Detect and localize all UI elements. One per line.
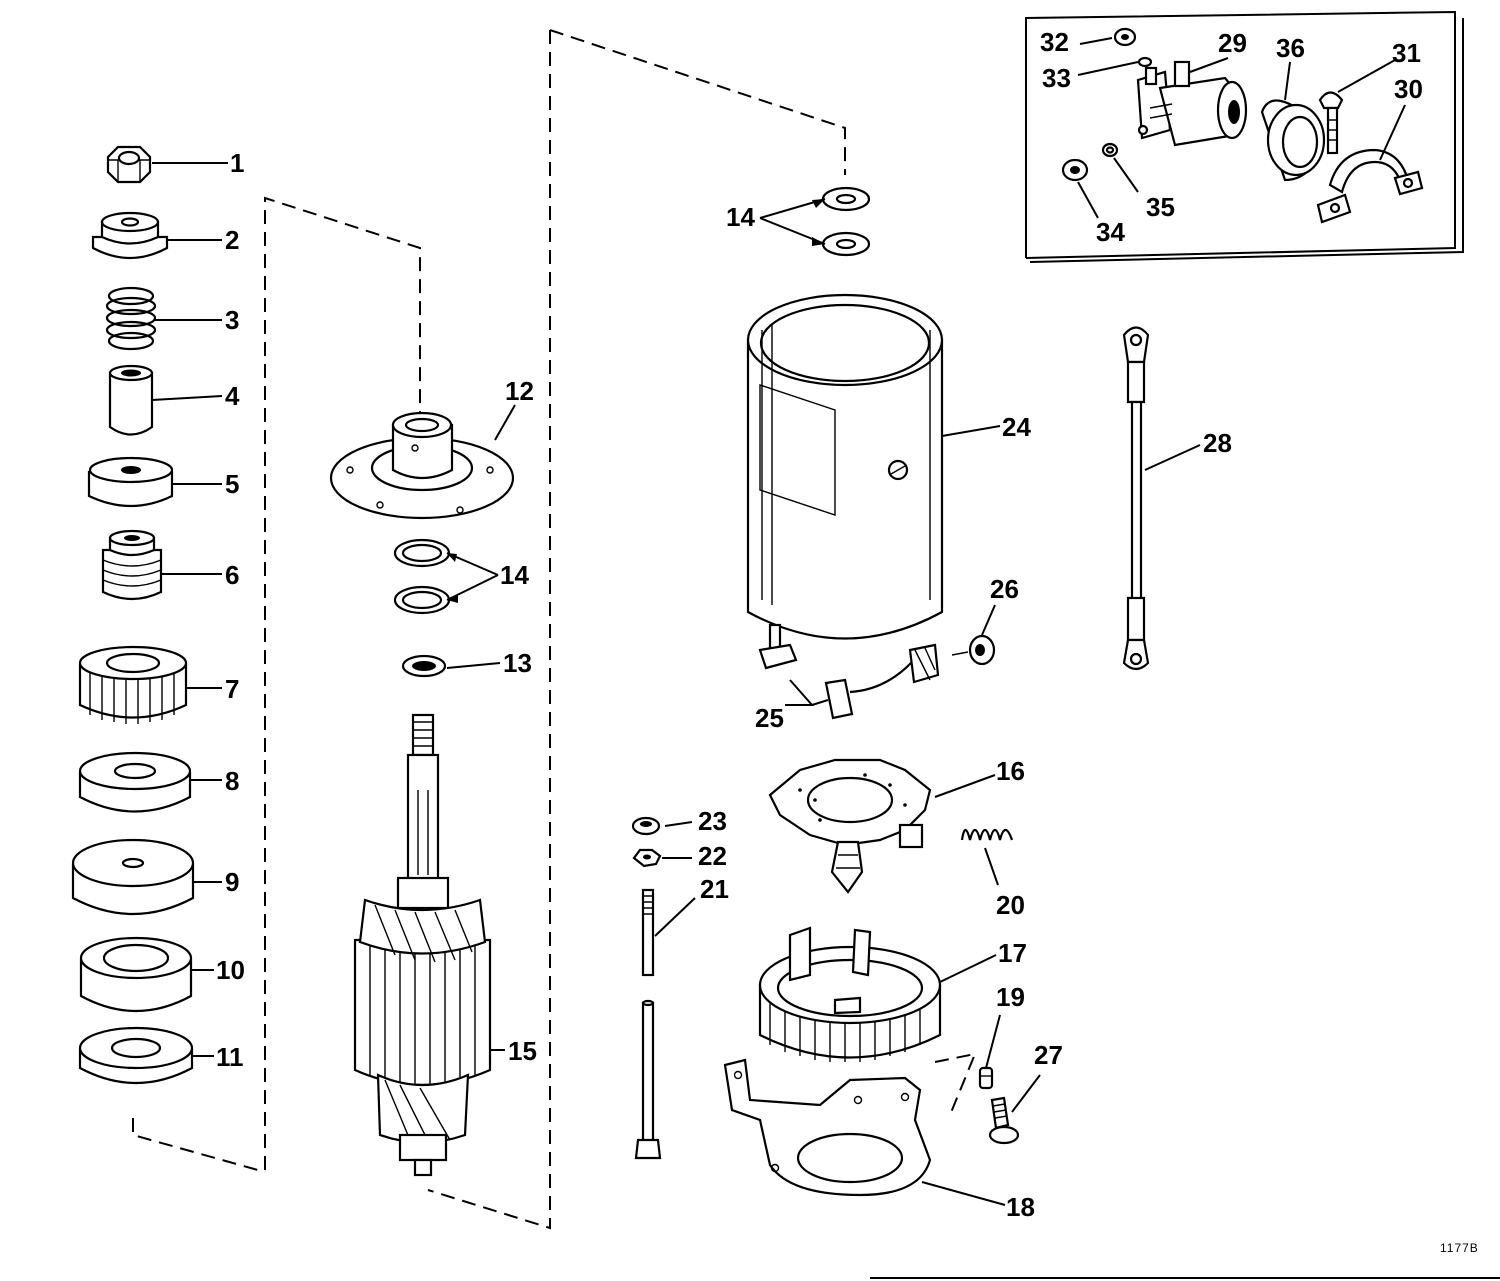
callout-5: 5 (225, 469, 239, 499)
callout-30: 30 (1394, 74, 1423, 104)
callout-29: 29 (1218, 28, 1247, 58)
part-25-brush-lead (758, 623, 940, 720)
figure-code: 1177B (1440, 1241, 1479, 1255)
part-1-nut (106, 145, 152, 184)
part-14-washers-top (821, 186, 871, 257)
part-34-nut (1061, 158, 1089, 182)
callout-10: 10 (216, 955, 245, 985)
part-19-screw (978, 1066, 994, 1090)
leader-arrowheads (447, 199, 825, 603)
callout-13: 13 (503, 648, 532, 678)
callout-31: 31 (1392, 38, 1421, 68)
part-30-clamp (1316, 148, 1424, 224)
part-28-battery-cable (1122, 326, 1150, 671)
callout-24: 24 (1002, 412, 1031, 442)
part-33-lock-washer (1137, 56, 1153, 68)
callout-21: 21 (700, 874, 729, 904)
callout-7: 7 (225, 674, 239, 704)
part-26-nut (951, 634, 996, 666)
callout-19: 19 (996, 982, 1025, 1012)
assembly-guide-lines (132, 29, 977, 1230)
part-17-commutator-end-head (758, 926, 942, 1062)
inset-solenoid-box (1025, 10, 1464, 263)
part-15-armature (353, 713, 492, 1177)
part-24-field-frame (746, 293, 944, 640)
callout-14-top: 14 (726, 202, 755, 232)
part-6-threaded-bushing (101, 529, 163, 601)
part-21-through-bolts (634, 888, 662, 1160)
part-9-collar (71, 838, 195, 916)
callout-1: 1 (230, 148, 244, 178)
part-13-washer (401, 654, 447, 678)
callout-27: 27 (1034, 1040, 1063, 1070)
callout-35: 35 (1146, 192, 1175, 222)
callout-22: 22 (698, 841, 727, 871)
callout-16: 16 (996, 756, 1025, 786)
callout-14-center: 14 (500, 560, 529, 590)
callout-20: 20 (996, 890, 1025, 920)
callout-23: 23 (698, 806, 727, 836)
callout-11: 11 (216, 1042, 244, 1072)
part-10-cup-washer (79, 936, 193, 1012)
callout-6: 6 (225, 560, 239, 590)
part-5-spacer (87, 456, 174, 508)
callout-33: 33 (1042, 63, 1071, 93)
callout-labels: 1 2 3 4 5 6 7 8 9 10 11 12 13 14 14 15 1… (216, 27, 1479, 1255)
part-32-nut (1113, 27, 1137, 47)
callout-34: 34 (1096, 217, 1125, 247)
part-14-washers-center (393, 538, 451, 615)
callout-26: 26 (990, 574, 1019, 604)
part-4-sleeve (108, 364, 154, 436)
part-31-bolt (1318, 91, 1344, 155)
part-7-pinion-gear (78, 645, 188, 724)
callout-8: 8 (225, 766, 239, 796)
part-16-brush-plate (768, 758, 932, 894)
part-3-spring (105, 286, 157, 351)
part-27-screw (988, 1096, 1020, 1145)
part-23-washer (631, 816, 661, 836)
callout-17: 17 (998, 938, 1027, 968)
callout-2: 2 (225, 225, 239, 255)
callout-25: 25 (755, 703, 784, 733)
callout-28: 28 (1203, 428, 1232, 458)
part-35-lock-washer (1101, 142, 1119, 158)
callout-9: 9 (225, 867, 239, 897)
callout-12: 12 (505, 376, 534, 406)
callout-18: 18 (1006, 1192, 1035, 1222)
part-36-boot (1260, 99, 1326, 182)
part-11-cap (78, 1026, 194, 1085)
callout-36: 36 (1276, 33, 1305, 63)
part-12-end-plate (329, 411, 515, 520)
part-22-lock-washer (632, 848, 662, 868)
callout-3: 3 (225, 305, 239, 335)
part-8-washer (78, 751, 192, 813)
part-20-brush-spring (960, 828, 1014, 841)
part-29-solenoid (1136, 60, 1248, 147)
callout-15: 15 (508, 1036, 537, 1066)
part-18-mounting-bracket (723, 1058, 932, 1197)
callout-32: 32 (1040, 27, 1069, 57)
part-2-cup (91, 211, 169, 259)
callout-4: 4 (225, 381, 240, 411)
